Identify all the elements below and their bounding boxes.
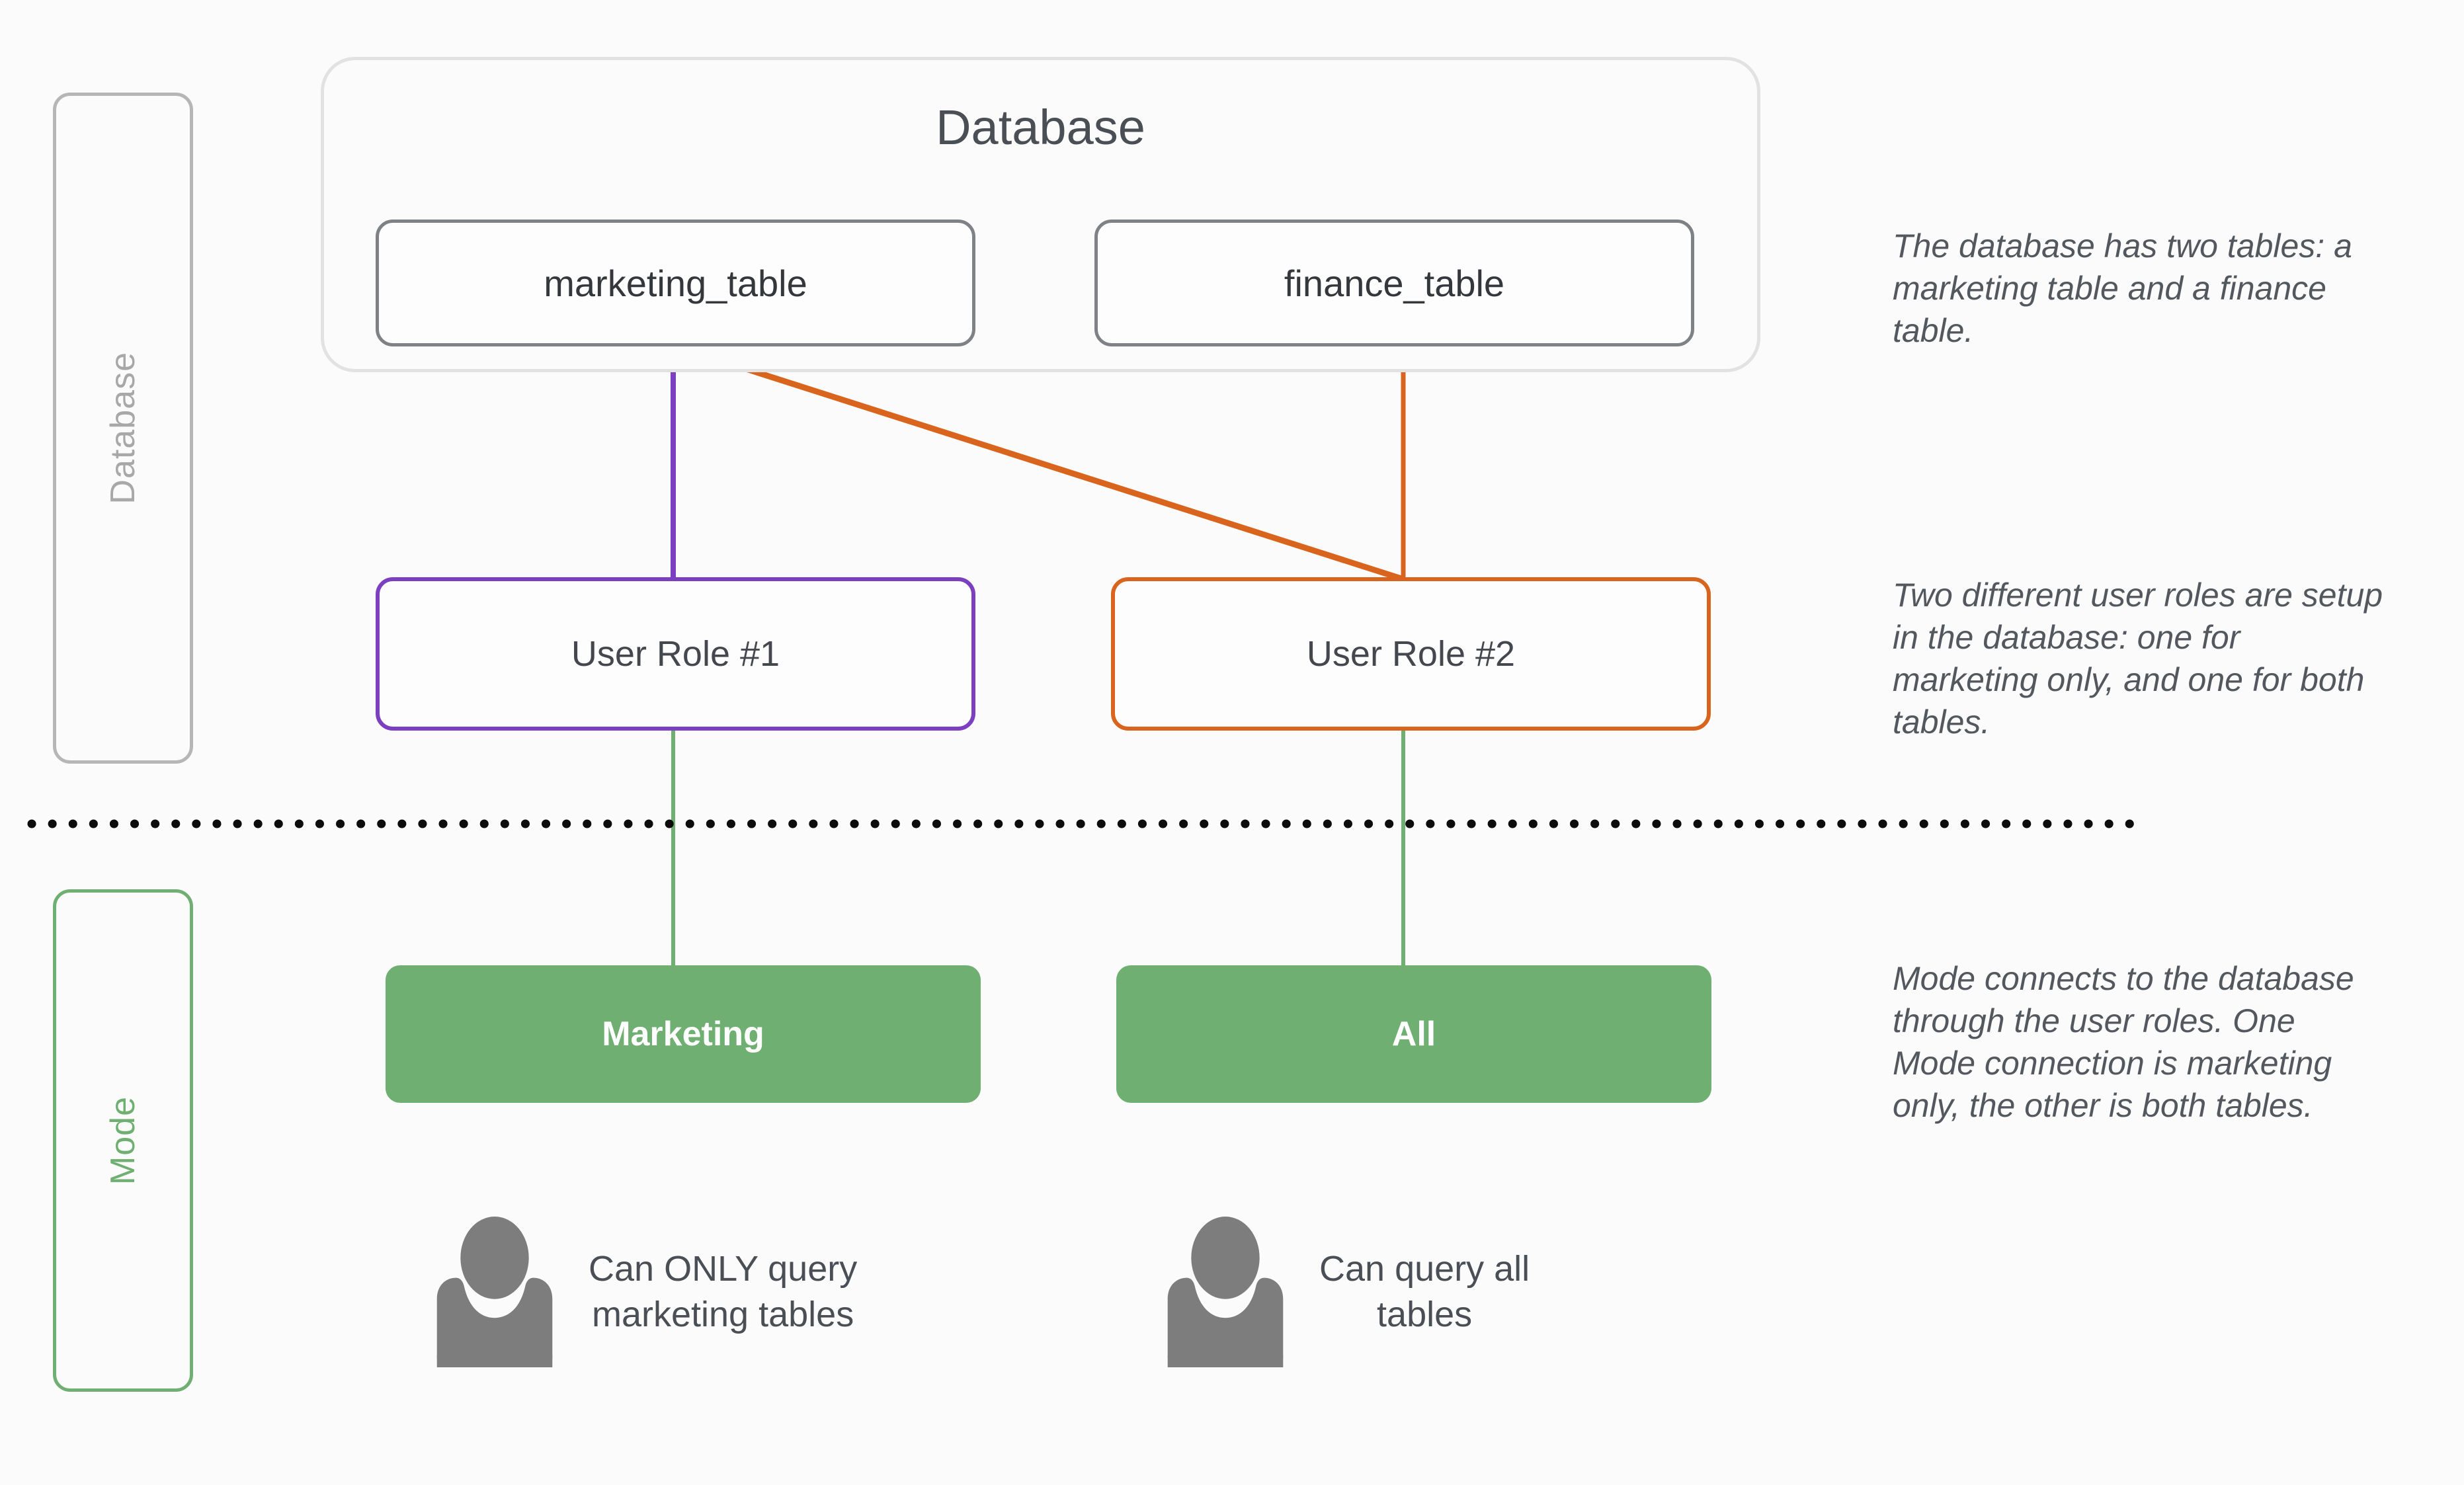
lane-label-mode-text: Mode [104,1096,142,1185]
person-icon [1167,1217,1284,1367]
table-node-finance-label: finance_table [1284,262,1505,304]
table-node-marketing-label: marketing_table [544,262,807,304]
annotation-database: The database has two tables: a marketing… [1893,227,2352,349]
annotation-user-roles: Two different user roles are setup in th… [1893,577,2383,741]
database-title: Database [936,100,1145,155]
mode-connection-marketing-label: Marketing [602,1015,764,1053]
table-node-finance[interactable]: finance_table [1094,220,1694,346]
role-node-user-role-1-label: User Role #1 [571,634,780,674]
user-persona-marketing: Can ONLY query marketing tables [430,1217,857,1367]
connector-marketing-table-to-role2 [675,343,1405,582]
user-persona-marketing-caption: Can ONLY query marketing tables [589,1248,858,1334]
mode-connection-all[interactable]: All [1116,965,1711,1103]
role-node-user-role-1[interactable]: User Role #1 [376,577,975,731]
table-node-marketing[interactable]: marketing_table [376,220,975,346]
user-persona-all: Can query all tables [1161,1217,1530,1367]
mode-connection-marketing[interactable]: Marketing [386,965,981,1103]
role-node-user-role-2[interactable]: User Role #2 [1111,577,1711,731]
user-persona-all-caption: Can query all tables [1319,1248,1530,1334]
lane-label-database: Database [53,93,193,764]
annotation-mode-connections: Mode connects to the database through th… [1893,960,2354,1124]
lane-label-mode: Mode [53,889,193,1392]
role-node-user-role-2-label: User Role #2 [1306,634,1516,674]
lane-label-database-text: Database [104,352,142,504]
mode-connection-all-label: All [1391,1015,1436,1053]
person-icon [436,1217,553,1367]
